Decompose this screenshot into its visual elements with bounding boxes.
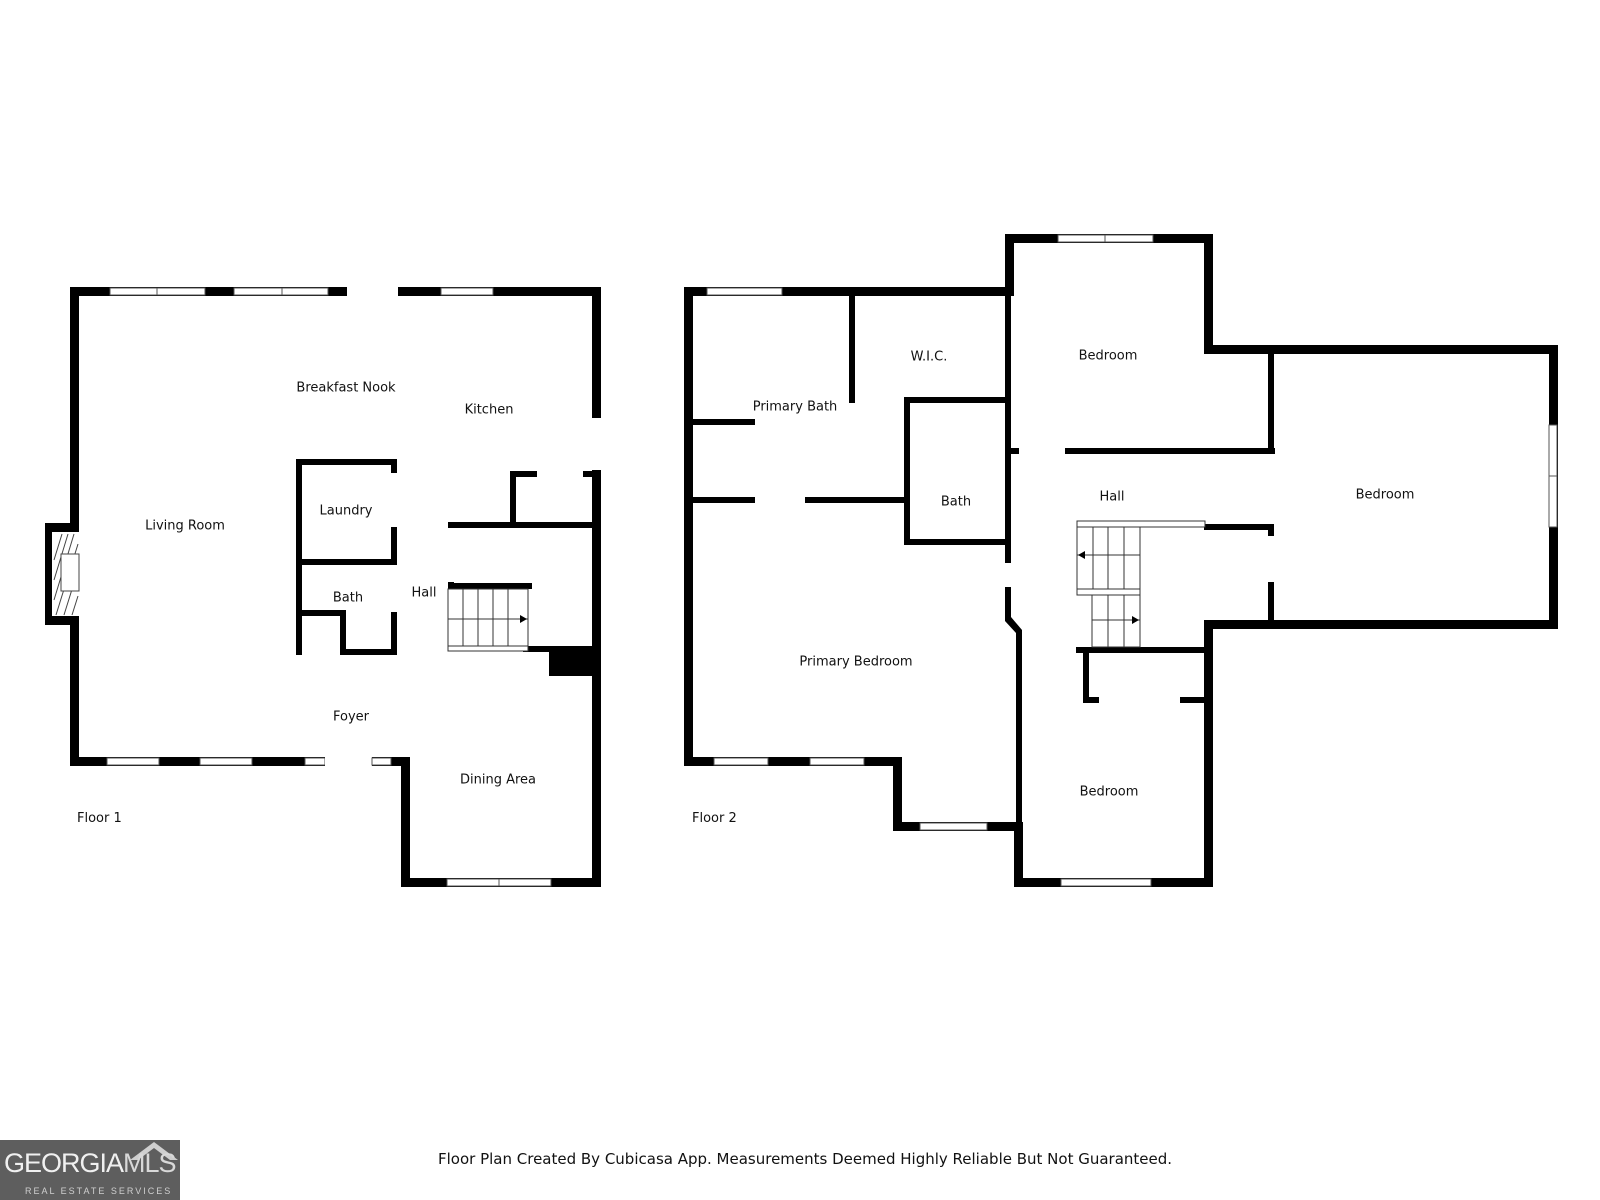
room-label-breakfast-nook: Breakfast Nook: [296, 380, 396, 396]
room-label-bedroom-right: Bedroom: [1355, 487, 1415, 503]
logo-brand-main: GEORGIA: [4, 1148, 124, 1178]
logo-tagline: REAL ESTATE SERVICES: [25, 1186, 173, 1196]
floor-2-walls: [684, 234, 1558, 887]
logo-wordmark: GEORGIAMLS: [4, 1148, 177, 1179]
disclaimer-text: Floor Plan Created By Cubicasa App. Meas…: [438, 1150, 1173, 1168]
room-label-primary-bath: Primary Bath: [752, 399, 838, 415]
room-label-bath: Bath: [332, 590, 364, 606]
floor-2-label: Floor 2: [692, 811, 737, 826]
room-label-wic: W.I.C.: [910, 349, 948, 365]
room-label-primary-bedroom: Primary Bedroom: [799, 654, 913, 670]
room-label-bedroom-bottom: Bedroom: [1079, 784, 1139, 800]
room-label-hall-2: Hall: [1099, 489, 1125, 505]
floor-1-walls: [45, 287, 601, 887]
room-label-laundry: Laundry: [319, 503, 373, 519]
floor-1-label: Floor 1: [77, 811, 122, 826]
logo-brand-accent: MLS: [123, 1148, 177, 1178]
room-label-living-room: Living Room: [145, 518, 225, 534]
roof-icon: [130, 1142, 178, 1160]
room-label-kitchen: Kitchen: [464, 402, 514, 418]
room-label-dining-area: Dining Area: [459, 772, 537, 788]
room-label-bath-2: Bath: [940, 494, 972, 510]
room-label-bedroom-top: Bedroom: [1078, 348, 1138, 364]
georgia-mls-logo: GEORGIAMLS REAL ESTATE SERVICES: [0, 1140, 180, 1200]
room-label-foyer: Foyer: [332, 709, 370, 725]
room-label-hall: Hall: [411, 585, 437, 601]
